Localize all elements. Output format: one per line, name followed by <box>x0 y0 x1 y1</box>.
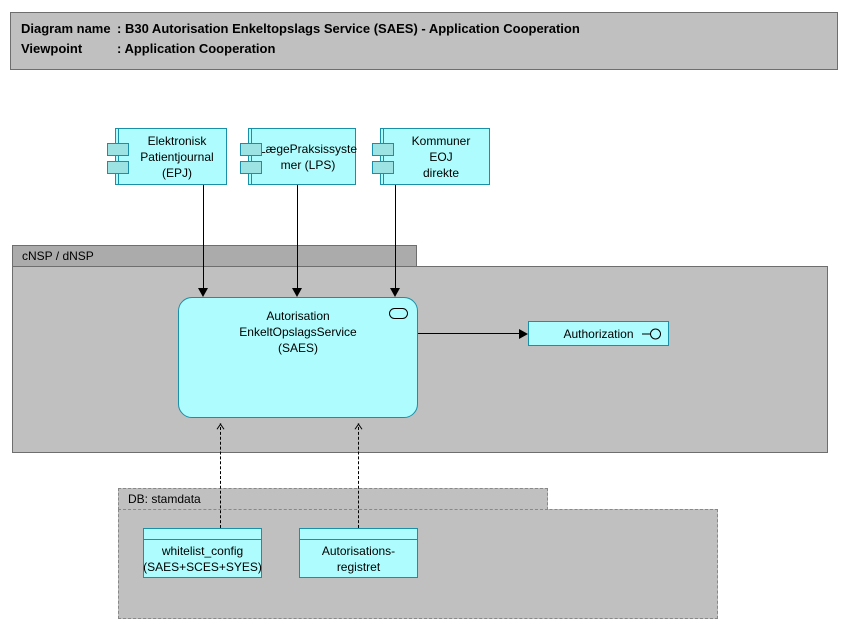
uml-component-icon <box>240 143 262 156</box>
component-label: Kommuner EOJ direkte <box>411 133 471 180</box>
service-label: Autorisation EnkeltOpslagsService (SAES) <box>239 309 357 355</box>
group-cnsp-dnsp-label: cNSP / dNSP <box>22 249 94 263</box>
component-icon-spine <box>118 129 119 184</box>
data-object-header-bar <box>300 529 417 540</box>
connector-saes-to-authorization <box>418 333 519 334</box>
diagram-name-line: Diagram name: B30 Autorisation Enkeltops… <box>21 19 837 39</box>
data-object-label: Autorisations- registret <box>321 543 396 574</box>
viewpoint-line: Viewpoint: Application Cooperation <box>21 39 837 59</box>
component-elektronisk-patientjournal[interactable]: Elektronisk Patientjournal (EPJ) <box>107 128 227 185</box>
uml-component-icon <box>107 143 129 156</box>
component-icon-spine <box>251 129 252 184</box>
viewpoint-separator: : <box>117 41 125 56</box>
component-icon-spine <box>383 129 384 184</box>
connector-kommuner-to-saes <box>395 185 396 289</box>
arrowhead-whitelist-config-to-saes <box>215 419 226 428</box>
component-laegepraksissystemer[interactable]: LægePraksissyste mer (LPS) <box>240 128 357 185</box>
connector-autorisationsregistret-to-saes <box>358 427 359 528</box>
data-object-label: whitelist_config (SAES+SCES+SYES) <box>143 543 262 574</box>
interface-label: Authorization <box>563 326 634 341</box>
uml-component-icon <box>107 161 129 174</box>
viewpoint-label: Viewpoint <box>21 41 83 56</box>
viewpoint-value: Application Cooperation <box>124 41 276 56</box>
service-autorisation-enkeltopslagsservice[interactable]: Autorisation EnkeltOpslagsService (SAES) <box>178 297 418 418</box>
lollipop-stick <box>642 333 650 334</box>
component-kommuner-eoj-direkte[interactable]: Kommuner EOJ direkte <box>372 128 490 185</box>
group-db-stamdata-tab[interactable]: DB: stamdata <box>118 488 548 510</box>
arrowhead-kommuner-to-saes <box>390 288 400 297</box>
connector-whitelist-config-to-saes <box>220 427 221 528</box>
group-cnsp-dnsp-tab[interactable]: cNSP / dNSP <box>12 245 417 267</box>
group-db-stamdata-label: DB: stamdata <box>128 492 201 506</box>
arrowhead-saes-to-authorization <box>519 329 528 339</box>
interface-authorization[interactable]: Authorization <box>528 321 669 346</box>
connector-lps-to-saes <box>297 185 298 289</box>
lollipop-interface-icon <box>642 328 662 339</box>
data-object-whitelist-config[interactable]: whitelist_config (SAES+SCES+SYES) <box>143 528 262 578</box>
data-object-autorisationsregistret[interactable]: Autorisations- registret <box>299 528 418 578</box>
connector-epj-to-saes <box>203 185 204 289</box>
arrowhead-autorisationsregistret-to-saes <box>353 419 364 428</box>
group-cnsp-dnsp-body <box>12 266 828 453</box>
diagram-name-value: B30 Autorisation Enkeltopslags Service (… <box>124 21 580 36</box>
component-label: Elektronisk Patientjournal (EPJ) <box>140 133 214 180</box>
diagram-name-label: Diagram name <box>21 21 111 36</box>
arrowhead-lps-to-saes <box>292 288 302 297</box>
uml-component-icon <box>240 161 262 174</box>
lollipop-ball <box>650 328 661 339</box>
uml-component-icon <box>372 161 394 174</box>
uml-component-icon <box>372 143 394 156</box>
data-object-header-bar <box>144 529 261 540</box>
diagram-title-box: Diagram name: B30 Autorisation Enkeltops… <box>10 12 838 70</box>
diagram-name-separator: : <box>117 21 125 36</box>
component-label: LægePraksissyste mer (LPS) <box>258 141 358 172</box>
arrowhead-epj-to-saes <box>198 288 208 297</box>
rounded-service-icon <box>389 308 408 319</box>
